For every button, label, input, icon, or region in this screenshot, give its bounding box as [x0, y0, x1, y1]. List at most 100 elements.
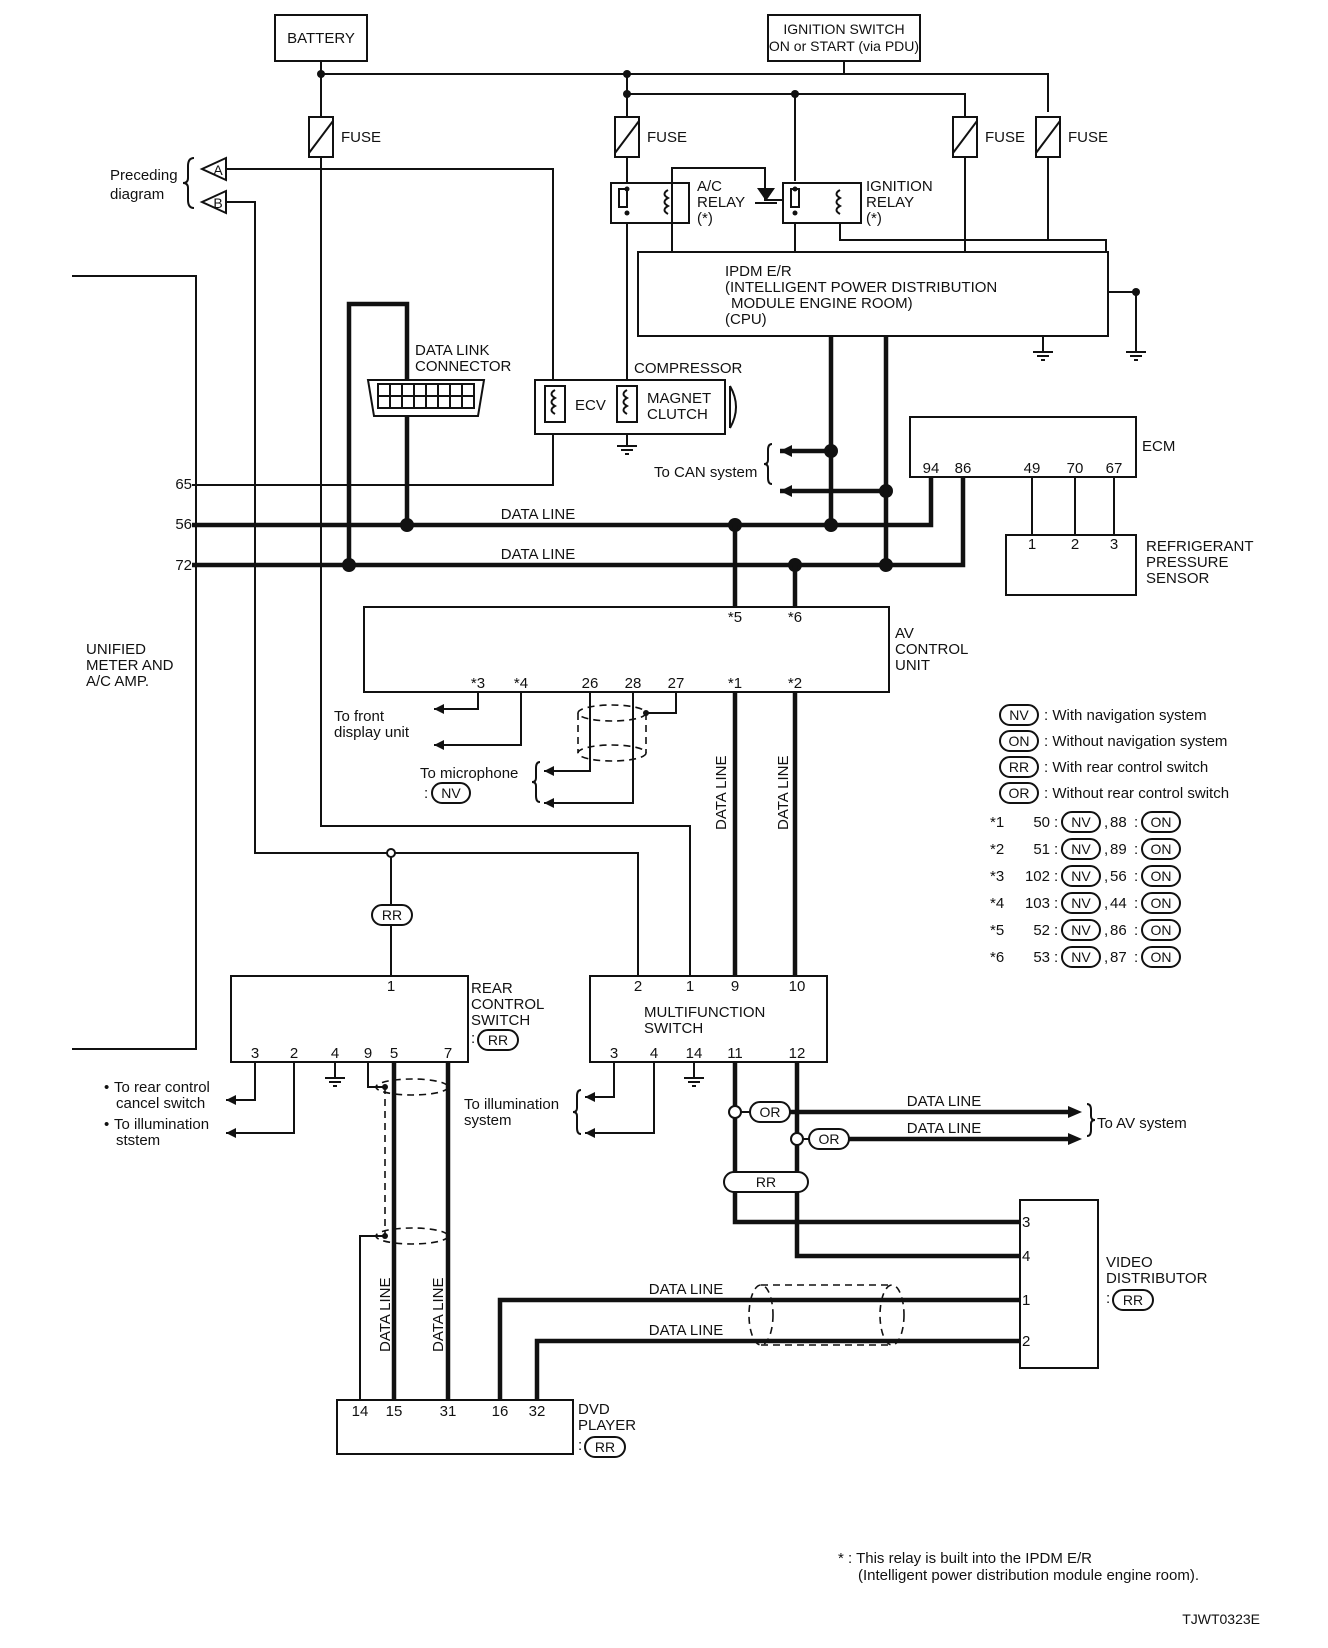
svg-text:1: 1 [686, 978, 694, 995]
svg-text:cancel switch: cancel switch [116, 1095, 205, 1112]
svg-text:CONTROL: CONTROL [895, 641, 968, 658]
mfs-to-av-system: OR OR DATA LINE DATA LINE To AV system R… [723, 1062, 1187, 1259]
svg-text:To AV system: To AV system [1097, 1115, 1187, 1132]
svg-text:IPDM E/R: IPDM E/R [725, 263, 792, 280]
svg-text:diagram: diagram [110, 186, 164, 203]
fuse-ignition-1: FUSE [952, 116, 1025, 158]
fuse-battery: FUSE [308, 116, 381, 158]
svg-text:*5: *5 [728, 609, 742, 626]
data-lines-main: DATA LINE DATA LINE [192, 477, 966, 572]
legend-on-pin: 86 [1110, 922, 1127, 939]
svg-text:3: 3 [1110, 536, 1118, 553]
svg-text:* : This relay is built into t: * : This relay is built into the IPDM E/… [838, 1550, 1092, 1567]
svg-text:DATA LINE: DATA LINE [907, 1120, 981, 1137]
svg-text:To CAN system: To CAN system [654, 464, 757, 481]
svg-text:16: 16 [492, 1403, 509, 1420]
svg-text:3: 3 [1022, 1214, 1030, 1231]
svg-text:To illumination: To illumination [464, 1096, 559, 1113]
legend-pin-star: *5 [990, 922, 1004, 939]
svg-text:32: 32 [529, 1403, 546, 1420]
legend-rr-badge-label: RR [1009, 759, 1029, 775]
legend-colon: : [1054, 868, 1058, 885]
legend-row-on-badge [1141, 946, 1181, 968]
legend-or-badge [999, 782, 1039, 804]
legend-row-on-badge [1141, 838, 1181, 860]
svg-text:12: 12 [789, 1045, 806, 1062]
rcs-outputs: • To rear control cancel switch • To ill… [104, 1062, 345, 1149]
svg-text:CONTROL: CONTROL [471, 996, 544, 1013]
svg-text:CLUTCH: CLUTCH [647, 406, 708, 423]
rear-control-switch: 1 3 2 4 9 5 7 REAR CONTROL SWITCH : RR [230, 975, 544, 1063]
legend-colon: : [1134, 868, 1138, 885]
svg-text:56: 56 [175, 516, 192, 533]
legend-option-text: : Without rear control switch [1044, 785, 1229, 802]
svg-text::: : [1106, 1290, 1110, 1307]
legend-colon: : [1134, 841, 1138, 858]
svg-text:1: 1 [1022, 1292, 1030, 1309]
svg-text:ststem: ststem [116, 1132, 160, 1149]
legend-pin-star: *2 [990, 841, 1004, 858]
legend-nv-badge-label: NV [1009, 707, 1029, 723]
svg-text:RELAY: RELAY [697, 194, 745, 211]
svg-text:RELAY: RELAY [866, 194, 914, 211]
svg-text:1: 1 [387, 978, 395, 995]
legend-row-nv-badge-label: NV [1071, 922, 1091, 938]
legend-on-pin: 87 [1110, 949, 1127, 966]
svg-text:(INTELLIGENT POWER DISTRIBUTIO: (INTELLIGENT POWER DISTRIBUTION [725, 279, 997, 296]
svg-text:(*): (*) [866, 210, 882, 227]
legend-row-nv-badge [1061, 811, 1101, 833]
svg-text:REAR: REAR [471, 980, 513, 997]
svg-text:11: 11 [727, 1045, 743, 1062]
legend-row-on-badge-label: ON [1151, 895, 1172, 911]
svg-text:DATA LINE: DATA LINE [775, 756, 792, 830]
ground-ipdm-2 [1108, 288, 1146, 361]
diode [671, 167, 795, 223]
svg-text:49: 49 [1024, 460, 1041, 477]
supply-wires [317, 61, 1049, 181]
legend-pin-star: *1 [990, 814, 1004, 831]
legend-pin-star: *6 [990, 949, 1004, 966]
legend-row-nv-badge-label: NV [1071, 949, 1091, 965]
wire-ign-relay-coil [839, 223, 1048, 241]
svg-text:DATA LINE: DATA LINE [907, 1093, 981, 1110]
svg-text:(Intelligent power distributio: (Intelligent power distribution module e… [858, 1567, 1199, 1584]
svg-text:DATA LINE: DATA LINE [713, 756, 730, 830]
svg-text:15: 15 [386, 1403, 403, 1420]
svg-text:RR: RR [488, 1032, 508, 1048]
legend-comma: , [1104, 814, 1108, 831]
svg-text:SENSOR: SENSOR [1146, 570, 1210, 587]
svg-text:IGNITION SWITCH: IGNITION SWITCH [783, 21, 904, 37]
legend-row-nv-badge-label: NV [1071, 814, 1091, 830]
legend-nv-pin: 52 [1033, 922, 1050, 939]
svg-text::: : [471, 1030, 475, 1047]
rcs-to-dvd: DATA LINE DATA LINE [359, 1062, 451, 1400]
svg-text:4: 4 [1022, 1248, 1030, 1265]
svg-text:IGNITION: IGNITION [866, 178, 933, 195]
to-front-display: To front display unit [334, 692, 522, 750]
svg-text:DATA LINE: DATA LINE [649, 1322, 723, 1339]
legend-row-on-badge-label: ON [1151, 814, 1172, 830]
ac-relay: A/C RELAY (*) [610, 178, 745, 227]
ipdm-er: IPDM E/R (INTELLIGENT POWER DISTRIBUTION… [637, 251, 1109, 337]
svg-text:METER AND: METER AND [86, 657, 174, 674]
legend-colon: : [1054, 949, 1058, 966]
svg-text:9: 9 [731, 978, 739, 995]
svg-text:DATA LINE: DATA LINE [649, 1281, 723, 1298]
svg-text:AV: AV [895, 625, 914, 642]
svg-text:NV: NV [441, 785, 461, 801]
battery: BATTERY [274, 14, 368, 62]
legend-option-text: : With navigation system [1044, 707, 1207, 724]
legend-row-on-badge [1141, 892, 1181, 914]
svg-text::: : [424, 785, 428, 802]
svg-text:DATA LINE: DATA LINE [430, 1278, 447, 1352]
svg-text:*3: *3 [471, 675, 485, 692]
legend-colon: : [1134, 949, 1138, 966]
svg-text:B: B [213, 195, 222, 211]
svg-text:DATA LINE: DATA LINE [501, 506, 575, 523]
svg-text:A/C AMP.: A/C AMP. [86, 673, 149, 690]
svg-text:UNIFIED: UNIFIED [86, 641, 146, 658]
legend-row-nv-badge-label: NV [1071, 895, 1091, 911]
legend-comma: , [1104, 922, 1108, 939]
